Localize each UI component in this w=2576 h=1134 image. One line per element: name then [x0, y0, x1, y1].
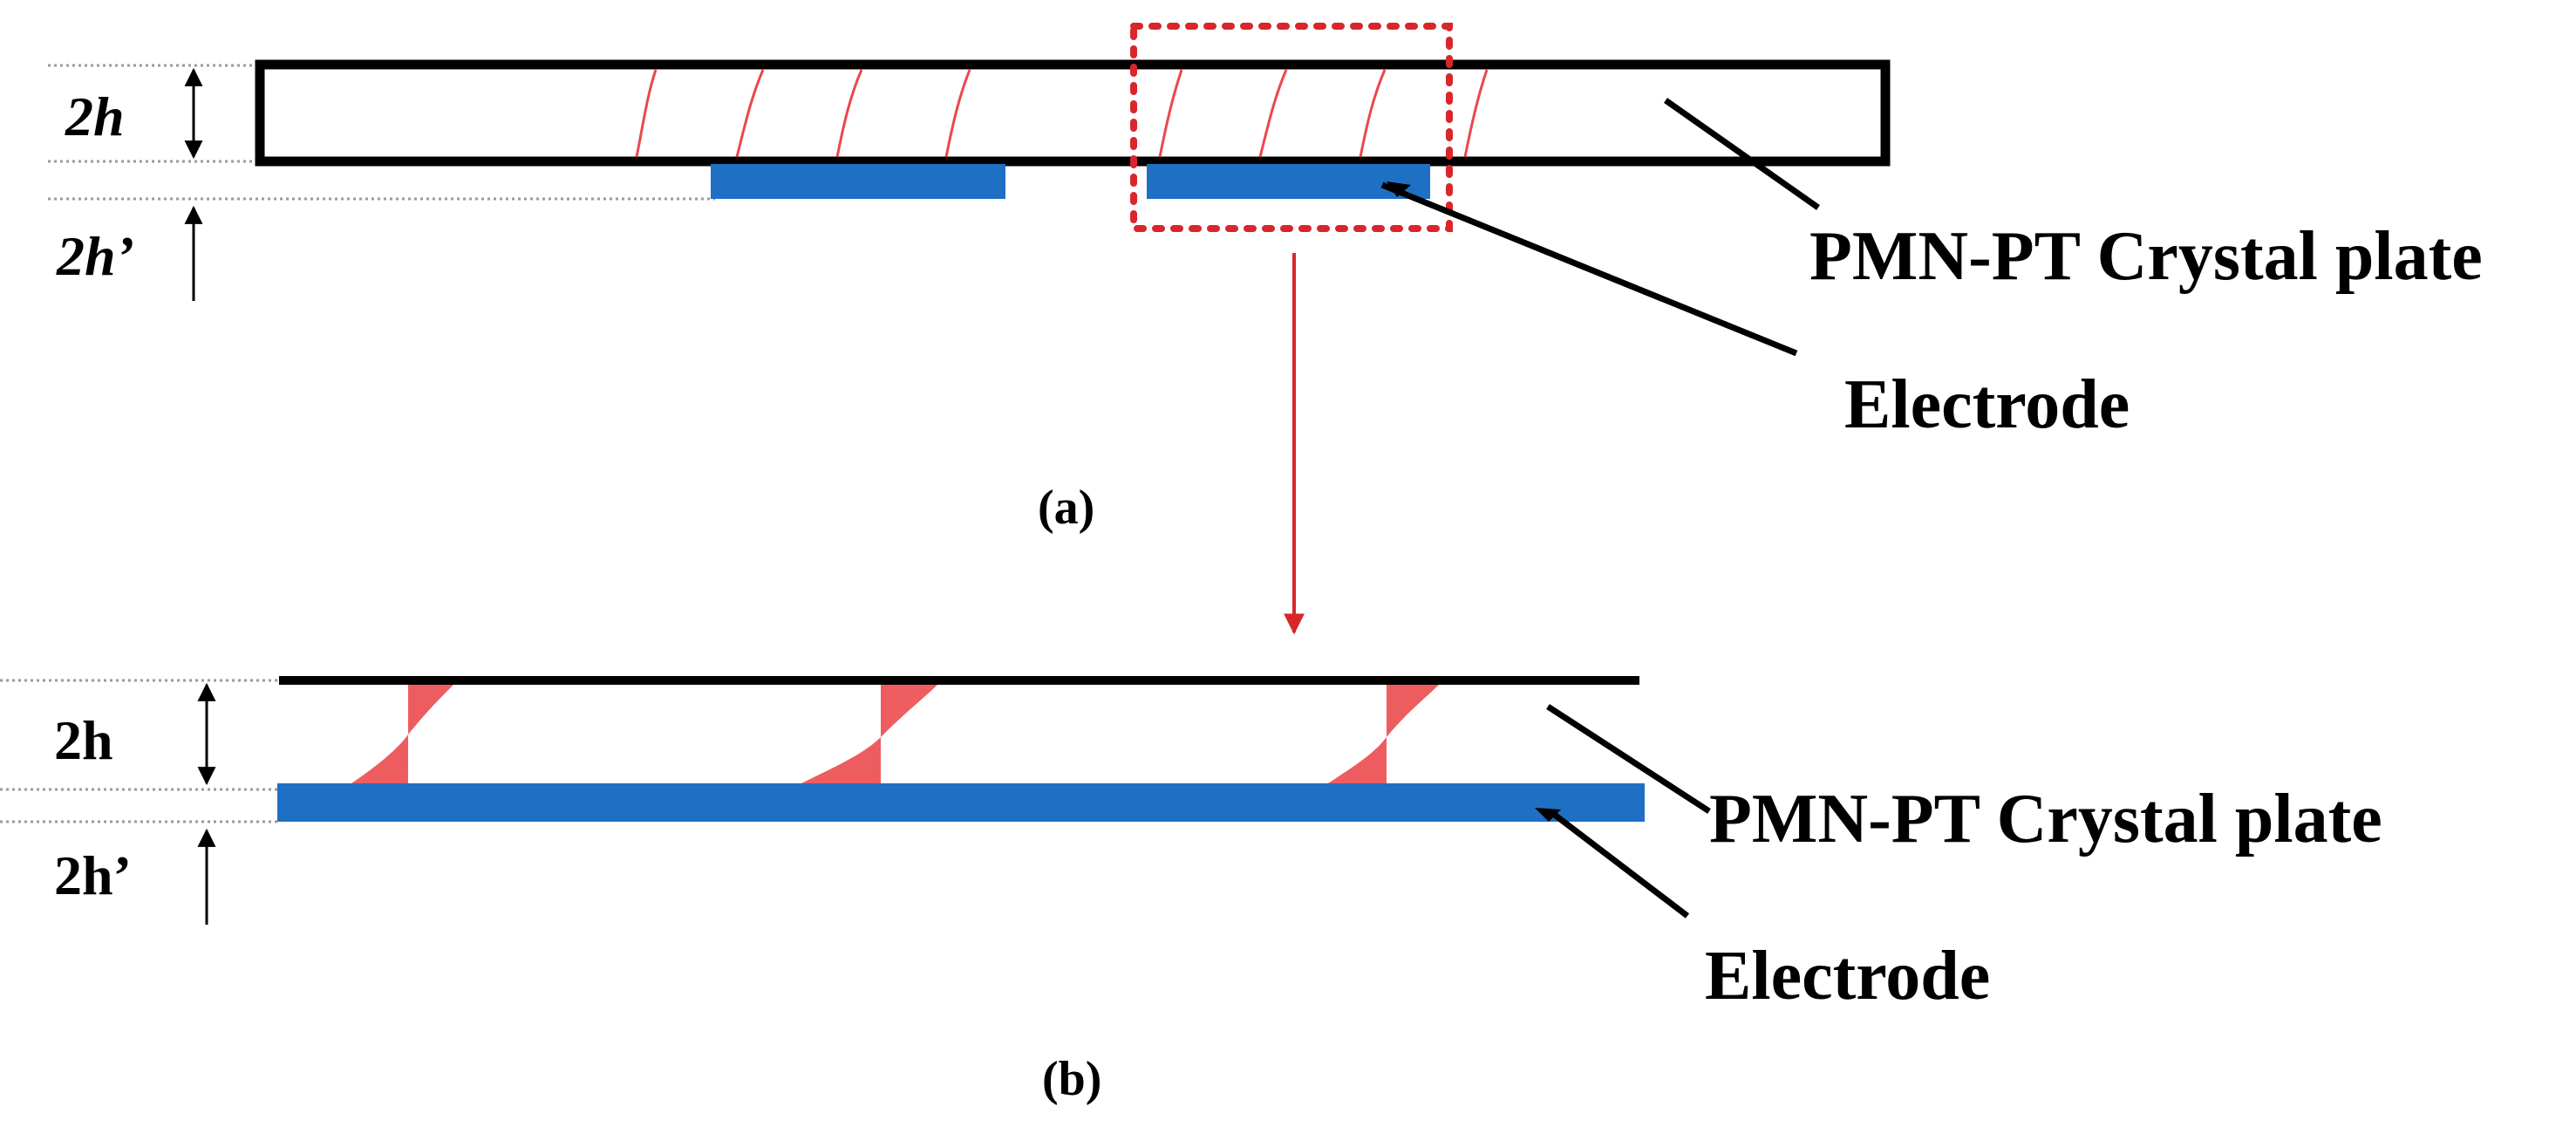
caption-a: (a) — [1038, 481, 1094, 535]
wave-pattern-b — [349, 685, 1439, 785]
dim-label-2h-b: 2h — [54, 709, 113, 771]
wave-stroke-a-6 — [1258, 69, 1288, 158]
electrode-right-a — [1147, 164, 1430, 199]
leader-line-electrode-b — [1550, 810, 1690, 919]
caption-b: (b) — [1042, 1052, 1101, 1106]
leader-tip-electrode-a — [1387, 181, 1411, 197]
wave-lobe-b-5 — [1325, 737, 1387, 785]
wave-lobe-b-3 — [798, 737, 881, 785]
panel-b: 2h 2h’ PMN-PT Crystal plate Electrode (b… — [0, 676, 2382, 1106]
wave-lobe-b-1 — [349, 734, 408, 785]
wave-lobe-b-2 — [408, 685, 453, 734]
wave-stroke-a-5 — [1158, 69, 1183, 158]
wave-pattern-a — [635, 69, 1489, 158]
crystal-plate-a — [255, 59, 1891, 167]
wave-stroke-a-2 — [735, 69, 765, 158]
wave-stroke-a-1 — [635, 69, 658, 158]
electrode-b — [277, 783, 1645, 822]
electrode-label-b: Electrode — [1705, 938, 1990, 1014]
dim-label-2h-a: 2h — [65, 85, 125, 147]
electrode-left-a — [711, 164, 1005, 199]
plate-label-a: PMN-PT Crystal plate — [1809, 218, 2483, 295]
wave-stroke-a-8 — [1463, 69, 1489, 158]
wave-lobe-b-4 — [881, 685, 937, 737]
wave-stroke-a-7 — [1359, 69, 1387, 158]
leader-line-electrode-a — [1380, 181, 1798, 357]
plate-label-b: PMN-PT Crystal plate — [1709, 781, 2382, 857]
electrode-label-a: Electrode — [1844, 366, 2130, 443]
zoom-box-a — [1130, 23, 1453, 232]
dim-label-2h-prime-b: 2h’ — [54, 844, 132, 906]
leader-tip-electrode-b — [1535, 808, 1561, 822]
leader-line-plate-b — [1546, 704, 1711, 814]
dim-label-2h-prime-a: 2h’ — [56, 225, 134, 287]
panel-a: 2h 2h’ PMN-PT Crystal plate Electrode — [48, 23, 2483, 535]
leader-line-plate-a — [1663, 98, 1821, 210]
wave-stroke-a-3 — [835, 69, 863, 158]
wave-lobe-b-6 — [1387, 685, 1439, 737]
wave-stroke-a-4 — [944, 69, 971, 158]
